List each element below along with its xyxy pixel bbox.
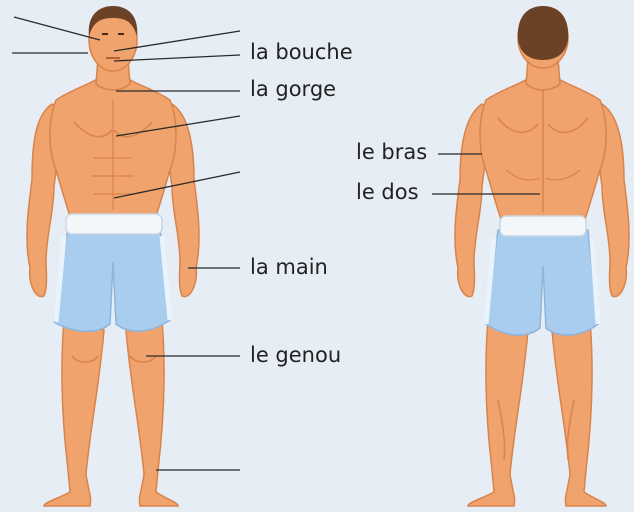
back-left-leg [468,320,528,506]
back-waistband [500,216,586,236]
back-right-leg [552,320,606,506]
front-figure [27,6,199,506]
back-hair [518,6,568,60]
label-knee: le genou [250,345,341,366]
front-shorts [54,228,170,331]
back-shorts [486,230,598,335]
label-mouth: la bouche [250,42,353,63]
label-hand: la main [250,257,328,278]
leader-line-eye [14,17,100,40]
front-left-leg [44,320,104,506]
label-arm: le bras [356,142,427,163]
back-figure [455,6,629,506]
label-throat: la gorge [250,79,336,100]
front-right-leg [126,320,178,506]
front-waistband [66,214,162,234]
label-back: le dos [356,182,419,203]
